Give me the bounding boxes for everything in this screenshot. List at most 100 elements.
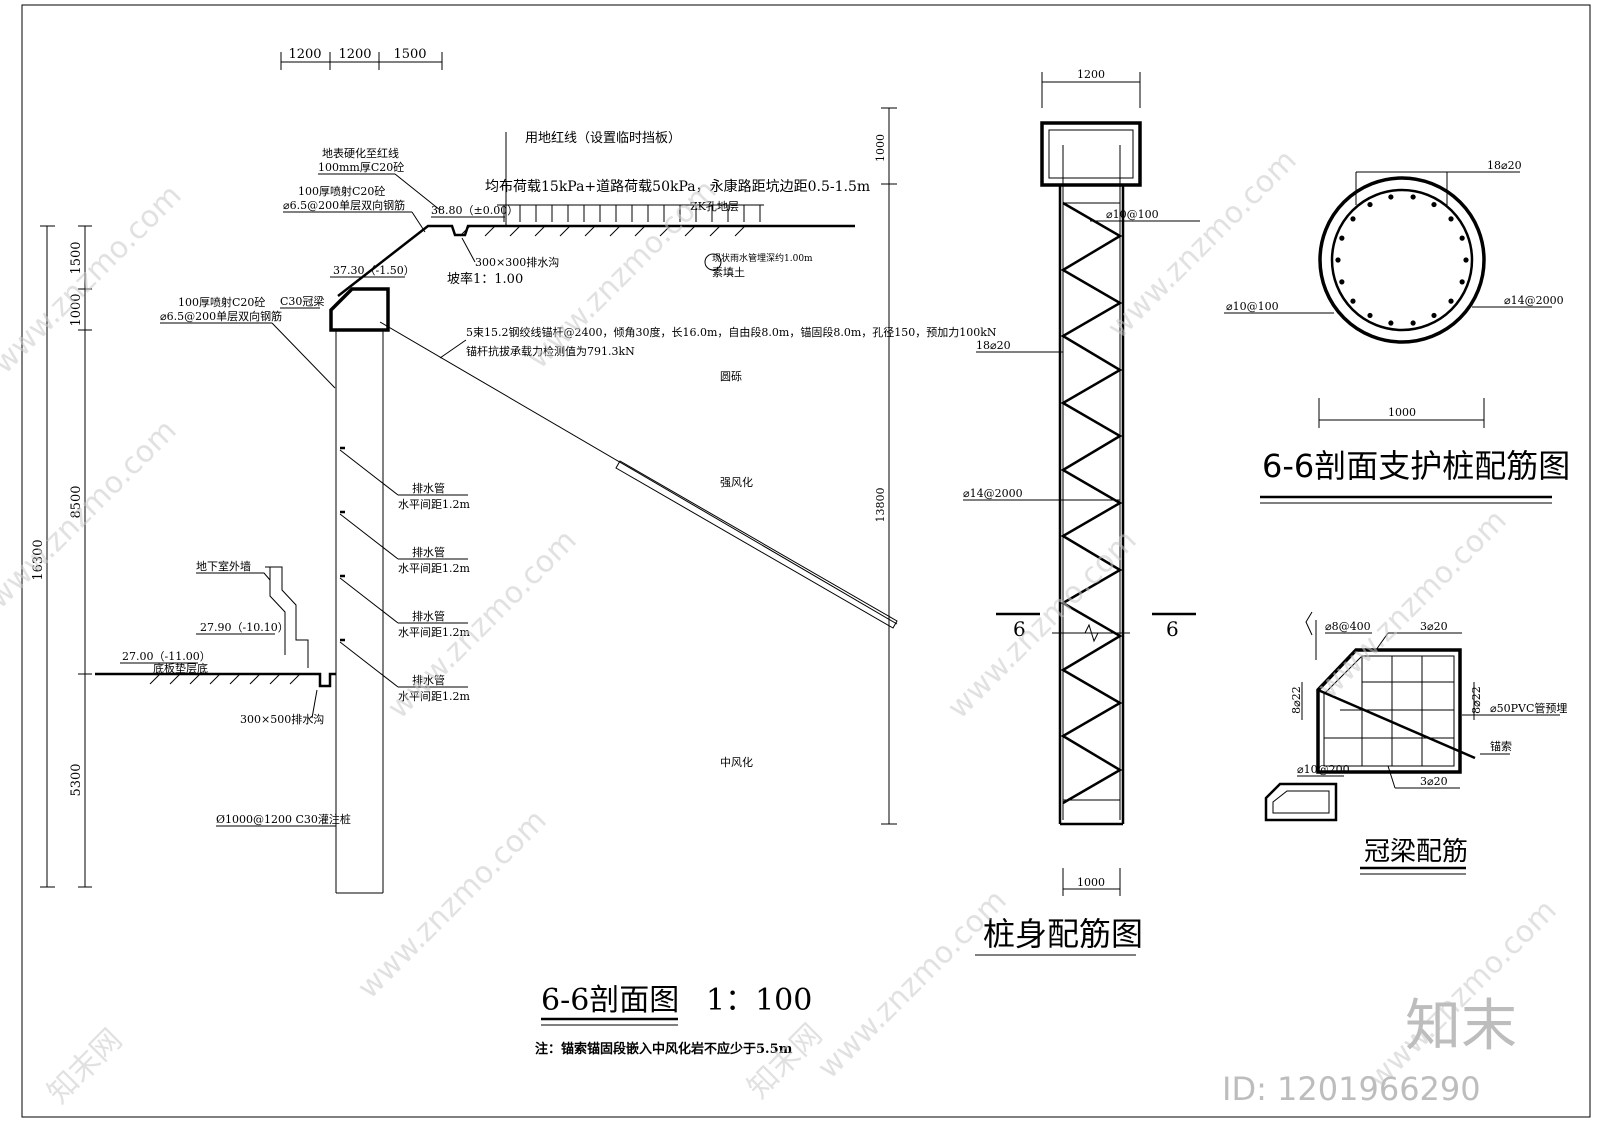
stratum-strong-weathered: 强风化 [720, 475, 753, 489]
drain-spacing-label-1: 水平间距1.2m [398, 498, 470, 511]
drain-pipe-label-3: 排水管 [412, 609, 445, 623]
pile-dim-top: 1200 [1077, 68, 1105, 81]
cap-beam-detail: ⌀8@400 3⌀20 8⌀22 8⌀22 ⌀50PVC管预埋 锚索 ⌀10@2… [1264, 611, 1567, 875]
longitudinal-bar-dot [1459, 235, 1465, 241]
pit-bottom-line [95, 672, 336, 688]
load-arrows [497, 204, 764, 222]
cap-left-bar-label: 8⌀22 [1290, 686, 1303, 714]
right-dim-13800: 13800 [874, 488, 887, 523]
cut-mark-left: 6 [1013, 617, 1026, 641]
depth-dim-5300: 5300 [69, 763, 84, 796]
load-label: 均布荷载15kPa+道路荷载50kPa，永康路距坑边距0.5-1.5m [485, 178, 870, 195]
longitudinal-bar-dot [1410, 194, 1416, 200]
red-line-label: 用地红线（设置临时挡板） [525, 130, 681, 146]
longitudinal-bar-dot [1448, 216, 1454, 222]
basement-wall [265, 566, 309, 668]
surface-hardening-label: 地表硬化至红线 [322, 146, 399, 160]
pile-cross-section: 18⌀20 ⌀10@100 ⌀14@2000 1000 6-6剖面支护桩配筋图 [1224, 159, 1570, 504]
top-dim-3: 1500 [393, 47, 426, 62]
longitudinal-bar-dot [1350, 298, 1356, 304]
longitudinal-bar-dot [1339, 235, 1345, 241]
longitudinal-bar-dot [1388, 320, 1394, 326]
section-title: 6-6剖面图 [541, 983, 679, 1018]
longitudinal-bar-dot [1459, 279, 1465, 285]
elevation-beam: 37.30（-1.50） [333, 264, 415, 277]
section-6-6: 1200 1200 1500 16300 1500 1000 8500 5300… [31, 47, 997, 1057]
elevation-top: 38.80（±0.00） [431, 204, 518, 217]
pile-section-title: 6-6剖面支护桩配筋图 [1262, 447, 1570, 485]
drain-pipe-label-1: 排水管 [412, 481, 445, 495]
shotcrete-top-label: 100厚喷射C20砼 [298, 184, 385, 198]
drain-pipe-label-4: 排水管 [412, 673, 445, 687]
drain-ditch-top-label: 300×300排水沟 [475, 255, 559, 269]
longitudinal-bar-dot [1431, 312, 1437, 319]
cap-tie-label: ⌀8@400 [1325, 620, 1371, 633]
elevation-bottom: 27.00（-11.00） [122, 650, 211, 663]
depth-dim-8500: 8500 [69, 485, 84, 518]
longitudinal-bars [1335, 194, 1469, 326]
anchor-spec-label: 5束15.2钢绞线锚杆@2400，倾角30度，长16.0m，自由段8.0m，锚固… [466, 325, 997, 339]
mesh-top-label: ⌀6.5@200单层双向钢筋 [283, 198, 405, 212]
anchor-bond-zone [615, 460, 898, 629]
cap-stirrup-label: ⌀10@200 [1297, 763, 1350, 776]
drawing-frame [21, 4, 1591, 1118]
section-dim: 1000 [1388, 406, 1416, 419]
section-hoop-label: ⌀14@2000 [1504, 294, 1564, 307]
pile-dim-bottom: 1000 [1077, 876, 1105, 889]
drain-pipe-label-2: 排水管 [412, 545, 445, 559]
rain-pipe-label: 现状雨水管埋深约1.00m [712, 252, 813, 264]
longitudinal-bar-dot [1335, 257, 1341, 263]
drain-spacing-label-3: 水平间距1.2m [398, 626, 470, 639]
cut-mark-right: 6 [1166, 617, 1179, 641]
pile-cap [1040, 121, 1142, 187]
pile-main-bar-label: 18⌀20 [976, 339, 1011, 352]
cap-anchor-label: 锚索 [1490, 739, 1512, 753]
c30-beam-label: C30冠梁 [280, 294, 324, 308]
right-dim-1000: 1000 [874, 134, 887, 162]
cap-bottom-bar-label: 3⌀20 [1420, 775, 1448, 788]
longitudinal-bar-dot [1431, 201, 1437, 208]
pile-body-title: 桩身配筋图 [983, 915, 1143, 953]
longitudinal-bar-dot [1339, 279, 1345, 285]
top-dim-1: 1200 [288, 47, 321, 62]
depth-dim-1500: 1500 [69, 241, 84, 274]
section-scale: 1：100 [706, 983, 812, 1018]
cap-pvc-label: ⌀50PVC管预埋 [1490, 701, 1567, 715]
zk-label: ZK孔地层 [690, 200, 739, 213]
pile-label: Ø1000@1200 C30灌注桩 [216, 812, 351, 826]
pile-outer-circle [1318, 176, 1486, 344]
longitudinal-bar-dot [1410, 320, 1416, 326]
depth-dim-1000: 1000 [69, 293, 84, 326]
pile-stirrup-circle [1330, 188, 1474, 332]
watermark-site-6: www.znzmo.com [941, 523, 1144, 726]
cap-top-bar-label: 3⌀20 [1420, 620, 1448, 633]
section-stirrup-label: ⌀10@100 [1226, 300, 1279, 313]
longitudinal-bar-dot [1388, 194, 1394, 200]
fill-soil-label: 素填土 [712, 265, 745, 279]
cap-anchor-line [1317, 688, 1476, 760]
stratum-gravel: 圆砾 [720, 370, 742, 383]
anchor-test-label: 锚杆抗拔承载力检测值为791.3kN [466, 344, 635, 358]
top-dim-2: 1200 [338, 47, 371, 62]
pile-stirrup-label: ⌀10@100 [1106, 208, 1159, 221]
cushion-label: 底板垫层底 [153, 661, 208, 675]
ground-surface-line [337, 224, 855, 297]
mesh-2-label: ⌀6.5@200单层双向钢筋 [160, 309, 282, 323]
watermark-site-7: www.znzmo.com [1311, 503, 1514, 706]
longitudinal-bar-dot [1463, 257, 1469, 263]
total-depth-dim: 16300 [31, 539, 46, 580]
drain-spacing-label-2: 水平间距1.2m [398, 562, 470, 575]
watermark-logo: 知末 [1405, 994, 1517, 1059]
spiral-stirrup [1060, 201, 1123, 805]
cap-stirrup-shape [1264, 782, 1338, 822]
drain-ditch-bottom-label: 300×500排水沟 [240, 712, 324, 726]
pile-hoop-label: ⌀14@2000 [963, 487, 1023, 500]
longitudinal-bar-dot [1350, 216, 1356, 222]
cap-beam-outline [1316, 648, 1462, 774]
watermark-site-4: www.znzmo.com [0, 413, 184, 616]
drain-spacing-label-4: 水平间距1.2m [398, 690, 470, 703]
slope-label: 坡率1：1.00 [447, 271, 523, 287]
longitudinal-bar-dot [1367, 312, 1373, 319]
c20-100-label: 100mm厚C20砼 [318, 161, 404, 174]
